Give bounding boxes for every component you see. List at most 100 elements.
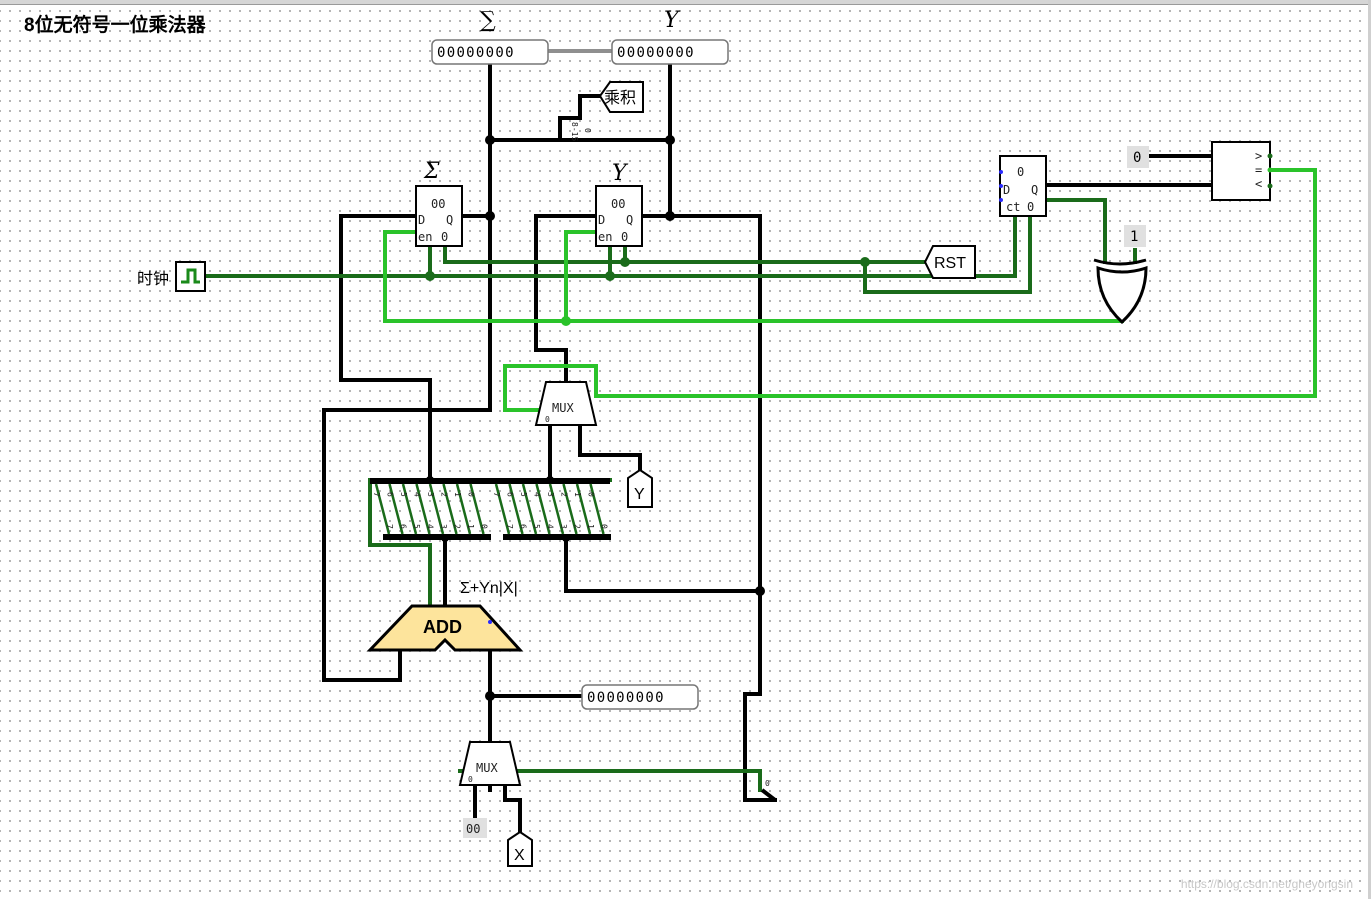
counter-ct: ct: [1006, 200, 1020, 214]
page-title: 8位无符号一位乘法器: [24, 15, 206, 36]
splitter-bit-label: 6: [399, 524, 408, 529]
bit-extractor: 0: [760, 779, 777, 802]
splitter-bit-label: 2: [560, 492, 569, 497]
bit-extractor-zero: 0: [765, 779, 770, 788]
sigma-probe[interactable]: ∑ 00000000: [431, 8, 549, 65]
splitter-bit-label: 4: [546, 524, 555, 529]
splitter-bit-label: 7: [385, 524, 394, 529]
splitter-bit-line: [469, 483, 485, 535]
y-probe[interactable]: Y 00000000: [611, 8, 729, 65]
y-probe-symbol: Y: [664, 8, 681, 33]
adder-output-value: 00000000: [587, 690, 665, 706]
splitter-bit-label: 0: [480, 524, 489, 529]
splitter-bit-label: 2: [573, 524, 582, 529]
green-junctions: [425, 257, 870, 281]
y-tunnel-label: Y: [634, 486, 645, 503]
rst-tunnel[interactable]: RST: [923, 245, 976, 279]
splitter-bit-label: 7: [492, 492, 501, 497]
splitter-bit-label: 0: [600, 524, 609, 529]
mux-upper[interactable]: MUX 0: [534, 381, 598, 426]
sigma-probe-value: 00000000: [437, 45, 515, 61]
splitter-bit-label: 5: [532, 524, 541, 529]
y-register-d: D: [598, 213, 605, 227]
splitter-bit-line: [388, 483, 404, 535]
counter-top-value: 0: [1017, 165, 1024, 179]
xor-gate[interactable]: [1093, 258, 1148, 325]
x-tunnel[interactable]: X: [507, 830, 533, 867]
counter-d: D: [1003, 183, 1010, 197]
constant-double-zero-value: 00: [466, 822, 480, 836]
splitter-bit-label: 3: [426, 492, 435, 497]
split-zero-label: 0: [583, 128, 592, 133]
splitter-bit-label: 1: [453, 492, 462, 497]
comparator-lt: <: [1255, 177, 1262, 191]
splitter-bit-label: 5: [412, 524, 421, 529]
comparator-gt: >: [1255, 149, 1262, 163]
product-tunnel-label: 乘积: [604, 89, 636, 107]
adder-label: ADD: [423, 617, 462, 637]
y-probe-value: 00000000: [617, 45, 695, 61]
y-register-value: 00: [611, 197, 625, 211]
splitter-bit-label: 0: [467, 492, 476, 497]
splitter-left: [370, 478, 491, 540]
splitter-bit-line: [562, 483, 578, 535]
sigma-register-symbol: Σ: [423, 159, 440, 184]
clock-label: 时钟: [137, 270, 169, 288]
comparator[interactable]: > = <: [1211, 141, 1273, 201]
y-register-q: Q: [626, 213, 633, 227]
scrollbar[interactable]: [1368, 0, 1371, 899]
splitter-bit-label: 5: [399, 492, 408, 497]
sigma-register-d: D: [418, 213, 425, 227]
splitter-bit-line: [415, 483, 431, 535]
splitter-bit-label: 6: [519, 524, 528, 529]
splitter-bit-line: [401, 483, 418, 535]
counter[interactable]: 0 D Q ct 0: [999, 155, 1047, 217]
constant-zero[interactable]: 0: [1127, 146, 1149, 168]
window-top-border: [0, 0, 1371, 5]
clock-icon: [181, 268, 200, 284]
y-register[interactable]: Y 00 D Q en 0: [595, 161, 643, 247]
splitter-bit-label: 2: [440, 492, 449, 497]
splitter-bit-label: 4: [426, 524, 435, 529]
lightgreen-junctions: [561, 316, 571, 326]
product-tunnel[interactable]: 乘积: [598, 81, 644, 113]
mux-lower[interactable]: MUX 0: [458, 741, 522, 786]
sigma-register-en: en: [418, 230, 432, 244]
splitter-bit-line: [521, 483, 538, 535]
y-register-reset: 0: [621, 230, 628, 244]
clock[interactable]: 时钟: [137, 261, 206, 292]
adder-output-probe[interactable]: 00000000: [581, 684, 699, 710]
splitter-right: [490, 478, 611, 540]
sigma-register[interactable]: Σ 00 D Q en 0: [415, 159, 463, 247]
mux-lower-zero: 0: [468, 775, 473, 784]
constant-zero-value: 0: [1133, 150, 1141, 166]
y-tunnel[interactable]: Y: [627, 468, 653, 508]
light-green-wires: [383, 168, 1317, 412]
adder-caption: Σ+Yn|X|: [460, 580, 518, 597]
splitter-bit-label: 7: [505, 524, 514, 529]
sigma-register-reset: 0: [441, 230, 448, 244]
comparator-eq: =: [1255, 163, 1262, 177]
product-splitter: 8-15 0: [570, 122, 592, 141]
mux-lower-label: MUX: [476, 761, 498, 775]
mux-upper-label: MUX: [552, 401, 574, 415]
constant-double-zero[interactable]: 00: [463, 818, 487, 838]
sigma-probe-symbol: ∑: [480, 8, 496, 33]
adder[interactable]: Σ+Yn|X| ADD: [366, 580, 524, 652]
black-wires: [322, 49, 1214, 834]
splitter-bit-label: 4: [533, 492, 542, 497]
splitter-bit-line: [442, 483, 458, 535]
splitter-bit-line: [494, 483, 511, 535]
sigma-register-value: 00: [431, 197, 445, 211]
counter-q: Q: [1031, 183, 1038, 197]
split-range-label: 8-15: [570, 122, 579, 141]
splitter-bit-line: [428, 483, 445, 535]
counter-reset: 0: [1027, 200, 1034, 214]
rst-tunnel-label: RST: [934, 255, 966, 272]
watermark: https://blog.csdn.net/gheyongsin: [1180, 877, 1353, 891]
splitter-bit-line: [508, 483, 524, 535]
splitter-bit-label: 3: [439, 524, 448, 529]
constant-one[interactable]: 1: [1124, 225, 1146, 247]
